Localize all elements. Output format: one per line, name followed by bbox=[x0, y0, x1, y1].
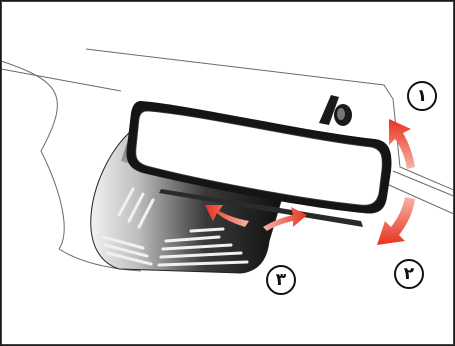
mirror-mount bbox=[319, 95, 352, 126]
tilt-up-arrow bbox=[389, 119, 415, 169]
callout-rotate: ٣ bbox=[266, 265, 296, 295]
callout-tilt-up: ١ bbox=[407, 81, 437, 111]
callout-tilt-down: ٢ bbox=[394, 259, 424, 289]
